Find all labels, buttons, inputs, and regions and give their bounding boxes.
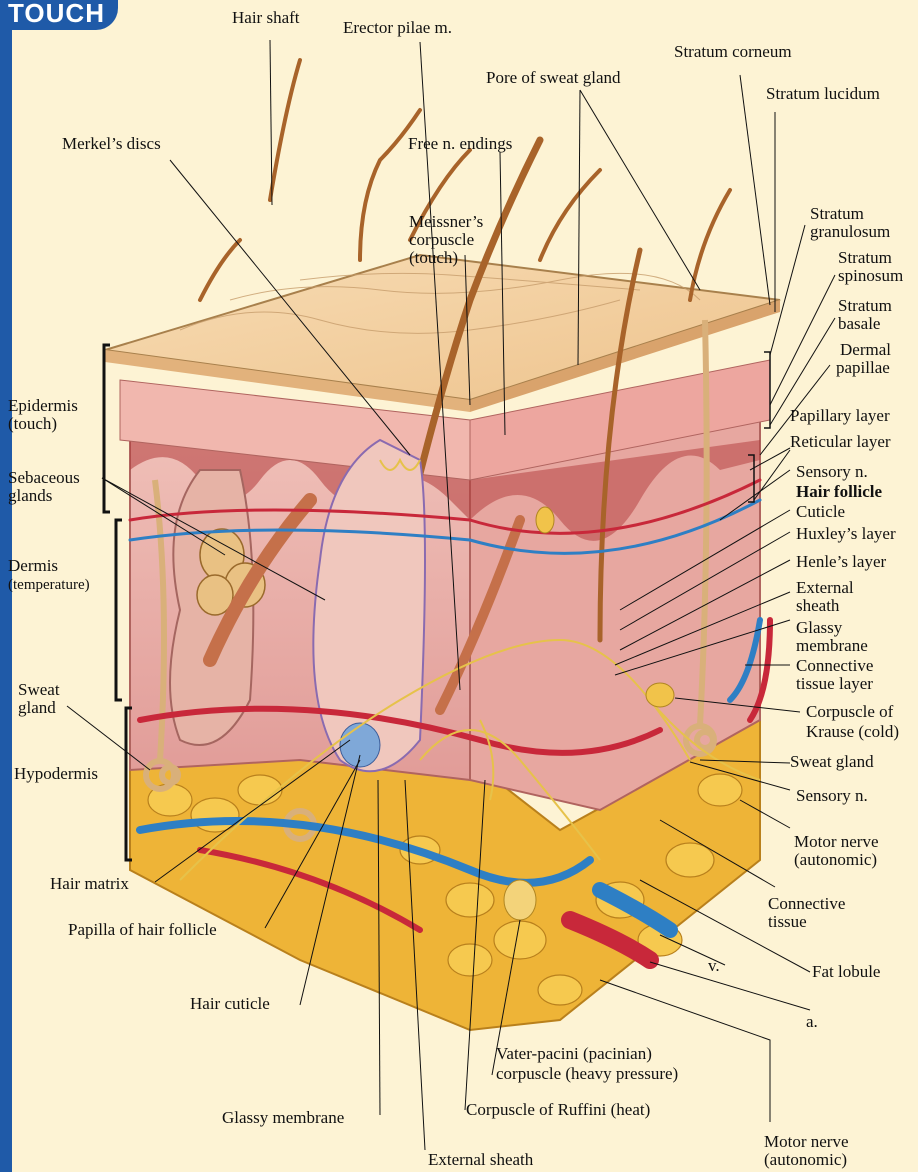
label-papilla-hair-follicle: Papilla of hair follicle <box>68 920 217 939</box>
label-corpuscle-ruffini: Corpuscle of Ruffini (heat) <box>466 1100 650 1119</box>
label-stratum-corneum: Stratum corneum <box>674 42 792 61</box>
label-motor-nerve-b-1: Motor nerve <box>764 1132 849 1151</box>
label-external-sheath-bottom: External sheath <box>428 1150 533 1169</box>
label-erector-pilae: Erector pilae m. <box>343 18 452 37</box>
label-free-n-endings: Free n. endings <box>408 134 512 153</box>
label-hypodermis: Hypodermis <box>14 764 98 783</box>
label-vater-pacini-2: corpuscle (heavy pressure) <box>496 1064 678 1083</box>
label-stratum-basale-2: basale <box>838 314 880 333</box>
label-corpuscle-krause-1: Corpuscle of <box>806 702 893 721</box>
label-external-sheath-1: External <box>796 578 854 597</box>
label-sensory-n-bottom: Sensory n. <box>796 786 868 805</box>
label-meissners-3: (touch) <box>409 248 458 267</box>
label-epidermis-1: Epidermis <box>8 396 78 415</box>
label-connective-tissue-2: tissue <box>768 912 807 931</box>
label-papillary-layer: Papillary layer <box>790 406 890 425</box>
label-stratum-spinosum-1: Stratum <box>838 248 892 267</box>
label-motor-nerve-r-1: Motor nerve <box>794 832 879 851</box>
label-sebaceous-1: Sebaceous <box>8 468 80 487</box>
label-hair-matrix: Hair matrix <box>50 874 129 893</box>
label-sebaceous-2: glands <box>8 486 52 505</box>
label-stratum-basale-1: Stratum <box>838 296 892 315</box>
label-hair-cuticle: Hair cuticle <box>190 994 270 1013</box>
label-glassy-membrane-r1: Glassy <box>796 618 842 637</box>
label-glassy-membrane-bottom: Glassy membrane <box>222 1108 344 1127</box>
label-stratum-lucidum: Stratum lucidum <box>766 84 880 103</box>
label-sweat-gland-left-2: gland <box>18 698 56 717</box>
label-sweat-gland-right: Sweat gland <box>790 752 874 771</box>
label-stratum-spinosum-2: spinosum <box>838 266 903 285</box>
label-huxleys-layer: Huxley’s layer <box>796 524 896 543</box>
label-corpuscle-krause-2: Krause (cold) <box>806 722 899 741</box>
krause-corpuscle <box>646 683 674 707</box>
label-stratum-granulosum-1: Stratum <box>810 204 864 223</box>
label-glassy-membrane-r2: membrane <box>796 636 868 655</box>
meissners-corpuscle <box>536 507 554 533</box>
label-connective-tissue-layer-1: Connective <box>796 656 873 675</box>
label-epidermis-2: (touch) <box>8 414 57 433</box>
label-dermis-1: Dermis <box>8 556 58 575</box>
label-cuticle: Cuticle <box>796 502 845 521</box>
label-merkels-discs: Merkel’s discs <box>62 134 161 153</box>
label-artery: a. <box>806 1012 818 1031</box>
label-pore-sweat-gland: Pore of sweat gland <box>486 68 621 87</box>
label-motor-nerve-b-2: (autonomic) <box>764 1150 847 1169</box>
pacinian-corpuscle <box>504 880 536 920</box>
label-dermal-papillae-2: papillae <box>836 358 890 377</box>
label-sweat-gland-left-1: Sweat <box>18 680 60 699</box>
label-connective-tissue-1: Connective <box>768 894 845 913</box>
label-vater-pacini-1: Vater-pacini (pacinian) <box>496 1044 652 1063</box>
label-hair-follicle: Hair follicle <box>796 482 882 501</box>
label-meissners-2: corpuscle <box>409 230 474 249</box>
label-meissners-1: Meissner’s <box>409 212 483 231</box>
label-connective-tissue-layer-2: tissue layer <box>796 674 873 693</box>
label-henles-layer: Henle’s layer <box>796 552 886 571</box>
label-reticular-layer: Reticular layer <box>790 432 891 451</box>
label-sensory-n-top: Sensory n. <box>796 462 868 481</box>
label-fat-lobule: Fat lobule <box>812 962 880 981</box>
label-vein: v. <box>708 956 720 975</box>
label-dermal-papillae-1: Dermal <box>840 340 891 359</box>
label-motor-nerve-r-2: (autonomic) <box>794 850 877 869</box>
label-stratum-granulosum-2: granulosum <box>810 222 890 241</box>
label-hair-shaft: Hair shaft <box>232 8 300 27</box>
label-dermis-2: (temperature) <box>8 576 90 595</box>
label-external-sheath-2: sheath <box>796 596 839 615</box>
